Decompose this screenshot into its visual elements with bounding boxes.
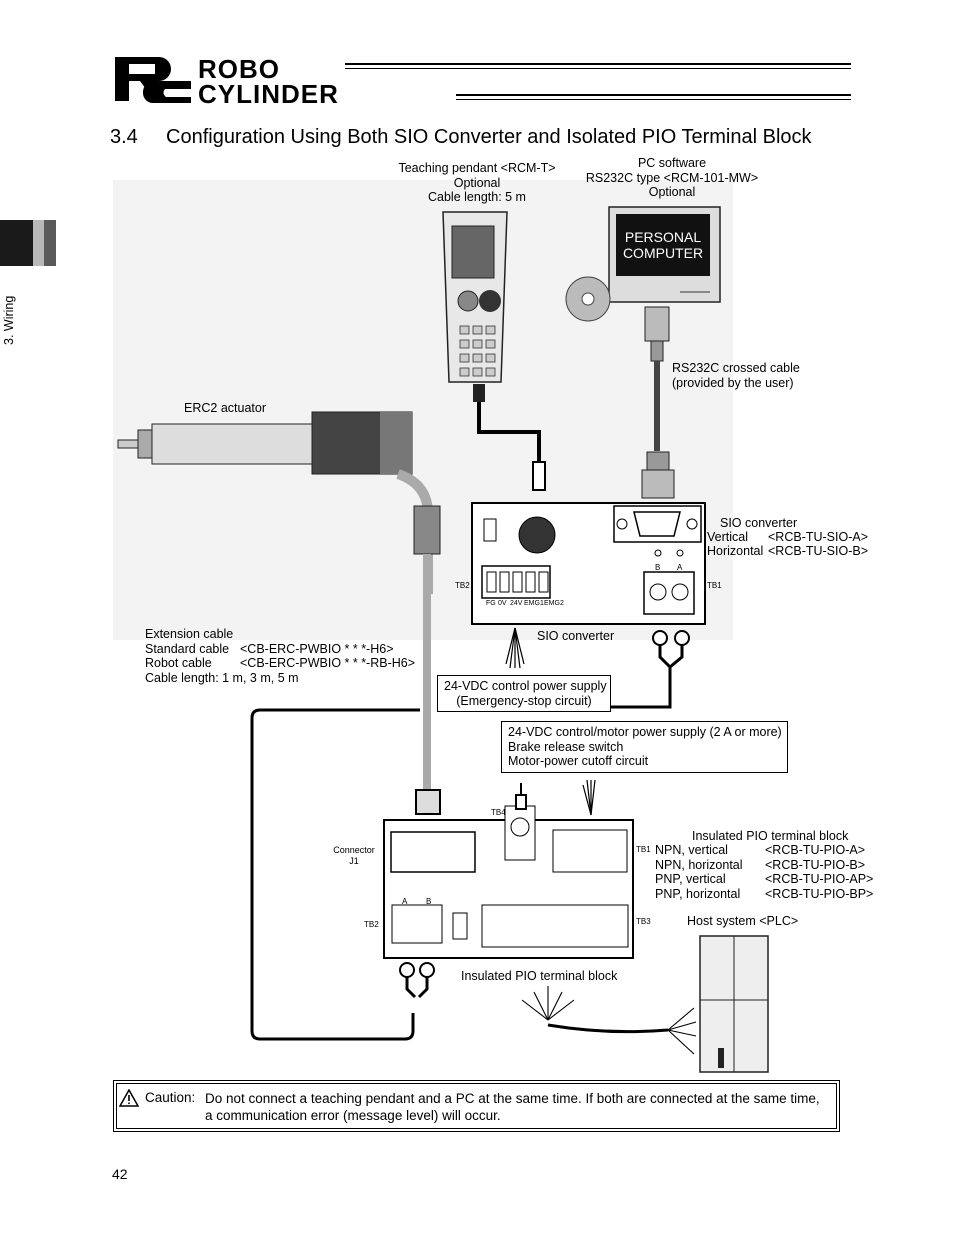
header-rule-bottom-thin [456,99,851,100]
personal-computer-illustration [565,206,721,322]
host-system-label: Host system <PLC> [687,914,799,928]
chapter-tab [0,220,56,266]
insulated-pio-below-label: Insulated PIO terminal block [461,969,618,983]
caution-prefix: Caution: [145,1090,196,1105]
sio-converter-below-label: SIO converter [537,629,615,643]
sio-horizontal-label: Horizontal<RCB-TU-SIO-B> [707,544,869,558]
pc-software-label: PC software RS232C type <RCM-101-MW> Opt… [585,156,759,199]
extension-cable-label: Extension cable Standard cable<CB-ERC-PW… [145,627,416,685]
pio-b-label: B [426,897,432,906]
estop-psu-box: 24-VDC control power supply (Emergency-s… [437,675,611,712]
erc2-actuator-illustration [117,411,441,815]
page-number: 42 [112,1166,128,1182]
erc2-actuator-label: ERC2 actuator [184,401,266,415]
plc-host-illustration [699,935,769,1073]
pio-model-list: NPN, vertical<RCB-TU-PIO-A> NPN, horizon… [655,843,874,901]
pio-tb4-label: TB4 [491,808,506,817]
pio-crimp-terminals [399,962,435,999]
pio-tb3-label: TB3 [636,917,651,926]
section-number: 3.4 [110,126,138,148]
sio-converter-right-label: SIO converter [720,516,798,530]
sio-wire-bundle [505,627,525,669]
pio-tb2-label: TB2 [364,920,379,929]
pio-tb1-label: TB1 [636,845,651,854]
sio-a-label: A [677,563,683,572]
pio-a-label: A [402,897,408,906]
rs232c-cable-illustration [641,306,675,499]
insulated-pio-right-label: Insulated PIO terminal block [692,829,849,843]
teaching-pendant-label: Teaching pendant <RCM-T> Optional Cable … [398,161,556,204]
header-rule-top-thin [345,68,851,69]
header-rule-bottom [456,94,851,96]
pc-screen-text: PERSONAL COMPUTER [622,229,704,261]
caution-box [113,1080,840,1132]
sio-b-label: B [655,563,661,572]
teaching-pendant-illustration [442,211,546,491]
insulated-pio-block-illustration [383,783,634,959]
logo-wordmark: ROBO CYLINDER [198,54,339,109]
sio-vertical-label: Vertical<RCB-TU-SIO-A> [707,530,869,544]
plc-wire-fan [521,986,697,1055]
page-title: 3.4 Configuration Using Both SIO Converte… [110,126,812,149]
logo-word-cylinder: CYLINDER [198,79,339,109]
warning-icon [119,1089,139,1107]
logo-word-robo: ROBO [198,54,280,84]
rc-logo-mark [113,55,193,105]
sio-tb1-label: TB1 [707,581,722,590]
pio-top-wire-bundle [582,779,596,816]
section-title-text: Configuration Using Both SIO Converter a… [166,126,812,148]
left-loop-cable [250,708,420,1041]
connector-j1-label: Connector J1 [333,845,375,866]
rs232c-cable-label: RS232C crossed cable (provided by the us… [672,361,800,390]
sio-converter-illustration [471,502,706,625]
motor-psu-box: 24-VDC control/motor power supply (2 A o… [501,721,788,773]
caution-text: Do not connect a teaching pendant and a … [205,1091,820,1123]
sio-tb2-label: TB2 [455,581,470,590]
header-rule-top [345,63,851,65]
sio-crimp-terminals [608,630,690,709]
